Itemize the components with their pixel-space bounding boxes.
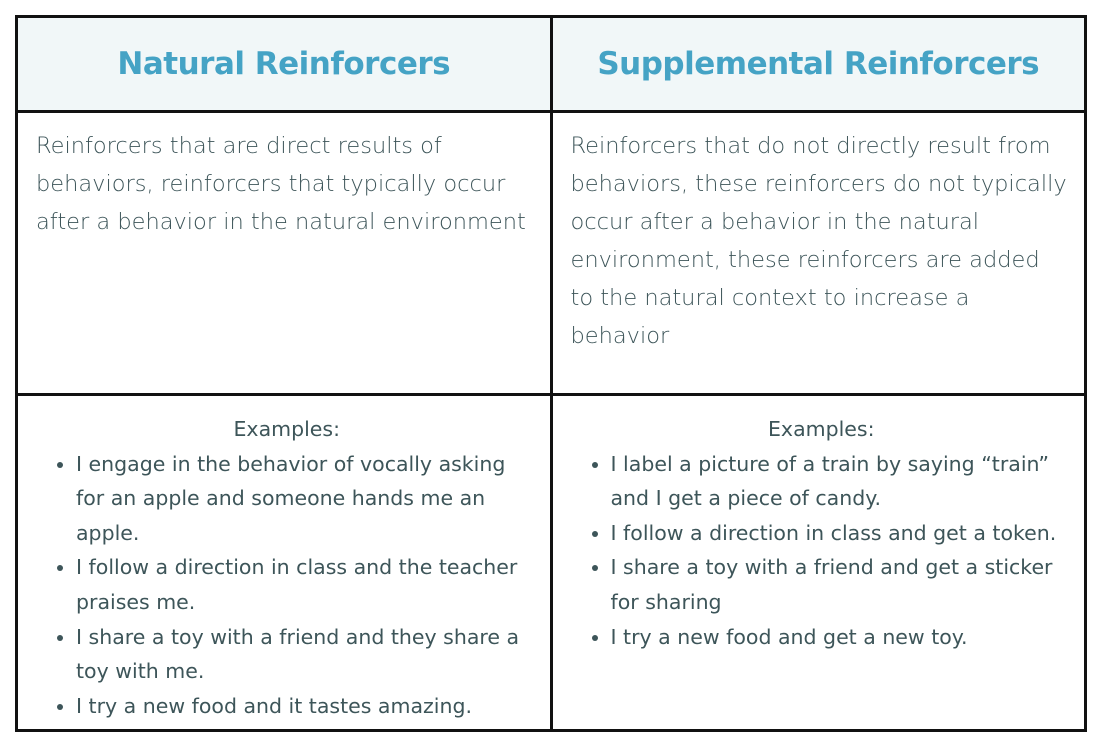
list-item: I engage in the behavior of vocally aski… [76,447,540,551]
list-item: I follow a direction in class and the te… [76,550,540,619]
list-item: I follow a direction in class and get a … [611,516,1075,551]
examples-label: Examples: [233,417,341,441]
list-item: I try a new food and get a new toy. [611,620,1075,655]
examples-supplemental: Examples: I label a picture of a train b… [549,393,1087,732]
list-item: I try a new food and it tastes amazing. [76,689,540,724]
examples-list: I label a picture of a train by saying “… [569,447,1075,655]
list-item: I share a toy with a friend and they sha… [76,620,540,689]
examples-label: Examples: [767,417,875,441]
list-item: I share a toy with a friend and get a st… [611,550,1075,619]
examples-list: I engage in the behavior of vocally aski… [34,447,540,724]
reinforcers-comparison-table: Natural Reinforcers Supplemental Reinfor… [15,15,1087,732]
header-supplemental-reinforcers: Supplemental Reinforcers [549,15,1087,113]
header-natural-reinforcers: Natural Reinforcers [15,15,553,113]
definition-supplemental: Reinforcers that do not directly result … [549,110,1087,396]
examples-natural: Examples: I engage in the behavior of vo… [15,393,553,732]
definition-natural: Reinforcers that are direct results of b… [15,110,553,396]
list-item: I label a picture of a train by saying “… [611,447,1075,516]
